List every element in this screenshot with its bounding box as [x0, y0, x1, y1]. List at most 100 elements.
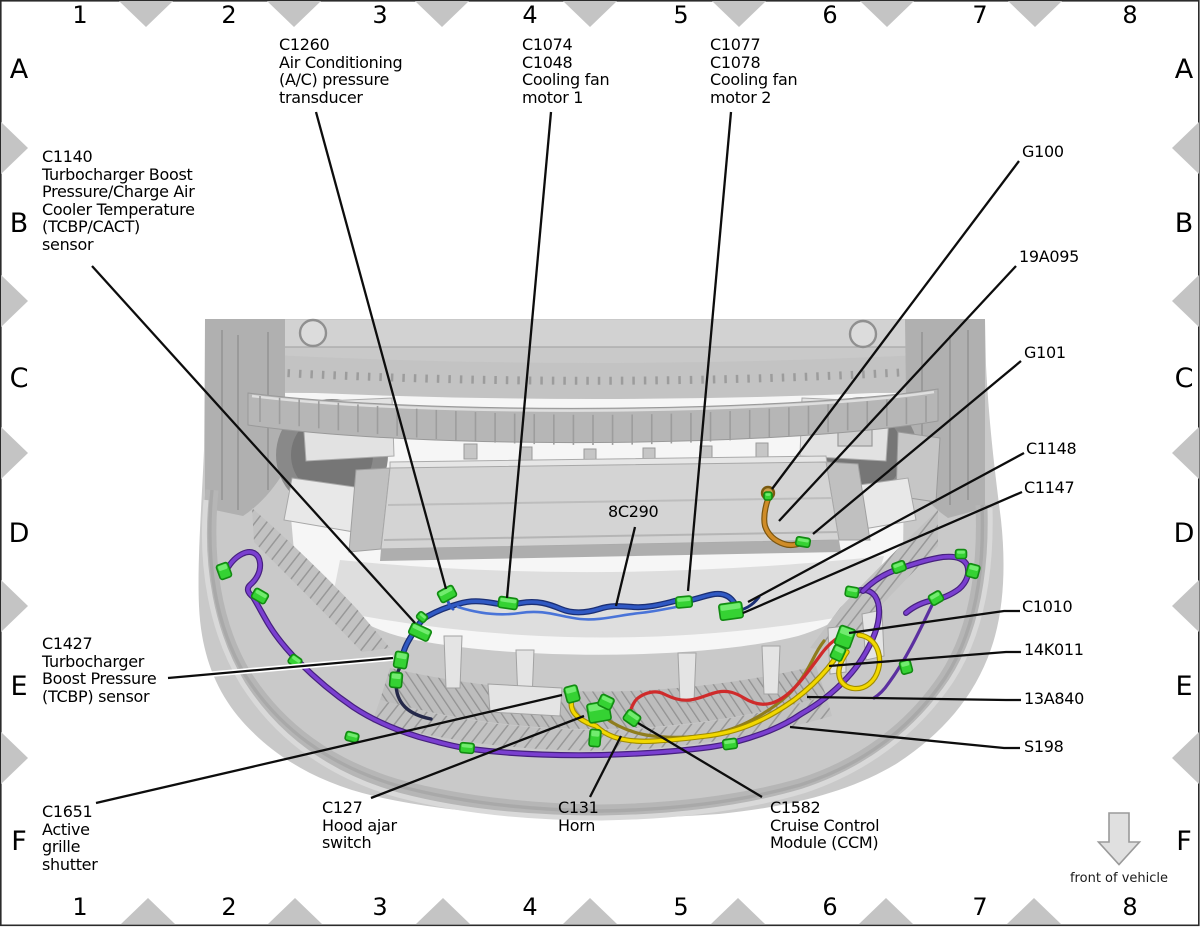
grid-col-label-bottom: 3 [372, 893, 388, 921]
connector [344, 730, 360, 744]
wire-red-wire [628, 632, 847, 714]
grid-col-label-bottom: 5 [673, 893, 689, 921]
connector [718, 601, 744, 621]
grid-diamond-right [1172, 275, 1199, 327]
grid-col-label-bottom: 1 [72, 893, 88, 921]
grid-col-label-bottom: 4 [522, 893, 538, 921]
bumper-outer-lip [201, 499, 993, 821]
leader-line-C1582 [637, 722, 763, 798]
grid-row-label-right: E [1175, 671, 1193, 702]
connector [597, 693, 615, 711]
grid-diamond-left [1, 427, 28, 479]
grid-row-label-right: B [1174, 208, 1194, 239]
callout-label-C1148: C1148 [1026, 439, 1077, 458]
connector [965, 562, 981, 580]
connector [721, 737, 739, 751]
front-of-vehicle-arrow-icon [1096, 812, 1142, 866]
grid-row-label-right: A [1174, 54, 1194, 85]
leader-line-C1074 [505, 111, 553, 599]
callout-label-8C290: 8C290 [608, 502, 659, 521]
callout-label-G100: G100 [1022, 142, 1064, 161]
grid-diamond-bottom [711, 898, 765, 924]
connector [763, 491, 773, 501]
callout-label-14K011: 14K011 [1024, 640, 1084, 659]
leader-line-C1147 [742, 490, 1023, 615]
connector [588, 728, 602, 748]
callout-label-13A840: 13A840 [1024, 689, 1085, 708]
grid-col-label-top: 7 [972, 1, 988, 29]
grid-diamond-bottom [859, 898, 913, 924]
strut-tower-hole-right [848, 319, 878, 349]
grid-diamond-right [1172, 732, 1199, 784]
wire-yellow-wire [569, 639, 847, 743]
connector [891, 559, 907, 575]
wire-orange-strap [762, 497, 803, 547]
leader-line-C131 [588, 735, 623, 798]
connector [794, 535, 812, 549]
connector [833, 624, 857, 650]
connector [215, 561, 233, 581]
grid-diamond-top [1008, 1, 1062, 27]
connector [563, 684, 581, 704]
lower-shelf [330, 556, 884, 638]
grid-col-label-top: 8 [1122, 1, 1138, 29]
leader-line-19A095 [778, 265, 1017, 522]
grid-diamond-right [1172, 580, 1199, 632]
callout-label-C1010: C1010 [1022, 597, 1073, 616]
leader-line-C1077 [686, 111, 733, 592]
grid-diamond-bottom [416, 898, 470, 924]
connector [622, 708, 642, 728]
grid-diamond-bottom [121, 898, 175, 924]
grid-diamond-top [712, 1, 766, 27]
grid-diamond-top [119, 1, 173, 27]
grid-diamond-right [1172, 122, 1199, 174]
grid-col-label-bottom: 7 [972, 893, 988, 921]
leader-line-S198 [789, 725, 1020, 750]
callout-label-S198: S198 [1024, 737, 1064, 756]
connector [844, 585, 860, 599]
connector [392, 650, 410, 670]
grid-col-label-top: 1 [72, 1, 88, 29]
connector [415, 610, 429, 624]
grid-diamond-bottom [563, 898, 617, 924]
leader-line-C1010 [848, 609, 1020, 635]
leader-line-C1651 [95, 693, 563, 805]
grille-shutter-left [252, 508, 390, 652]
grid-diamond-bottom [1007, 898, 1061, 924]
leader-line-G100 [771, 160, 1020, 490]
callout-leader-lines [91, 111, 1025, 805]
grid-row-label-left: D [8, 518, 30, 549]
leader-line-C1148 [747, 451, 1025, 604]
leader-line-C1140 [91, 265, 416, 624]
connector [954, 548, 968, 560]
grid-row-label-left: E [10, 671, 28, 702]
grid-row-label-right: D [1173, 518, 1195, 549]
connector [388, 671, 404, 689]
leader-line-C127 [370, 714, 585, 800]
callout-label-C1147: C1147 [1024, 478, 1075, 497]
grid-col-label-bottom: 2 [221, 893, 237, 921]
leader-line-C1427 [167, 656, 394, 680]
grid-col-label-top: 4 [522, 1, 538, 29]
grid-diamond-left [1, 732, 28, 784]
connector [497, 595, 519, 611]
connector [927, 590, 945, 606]
wire-yellow-loop [837, 633, 882, 691]
grid-row-label-right: F [1176, 826, 1192, 857]
leader-line-G101 [812, 360, 1022, 535]
strut-tower-hole-left [298, 318, 328, 348]
wire-blue-branch-low [456, 604, 686, 621]
grid-row-label-left: F [11, 826, 27, 857]
grid-diamond-left [1, 580, 28, 632]
grid-diamond-left [1, 275, 28, 327]
grid-col-label-top: 6 [822, 1, 838, 29]
grid-col-label-bottom: 8 [1122, 893, 1138, 921]
grid-diamond-right [1172, 427, 1199, 479]
